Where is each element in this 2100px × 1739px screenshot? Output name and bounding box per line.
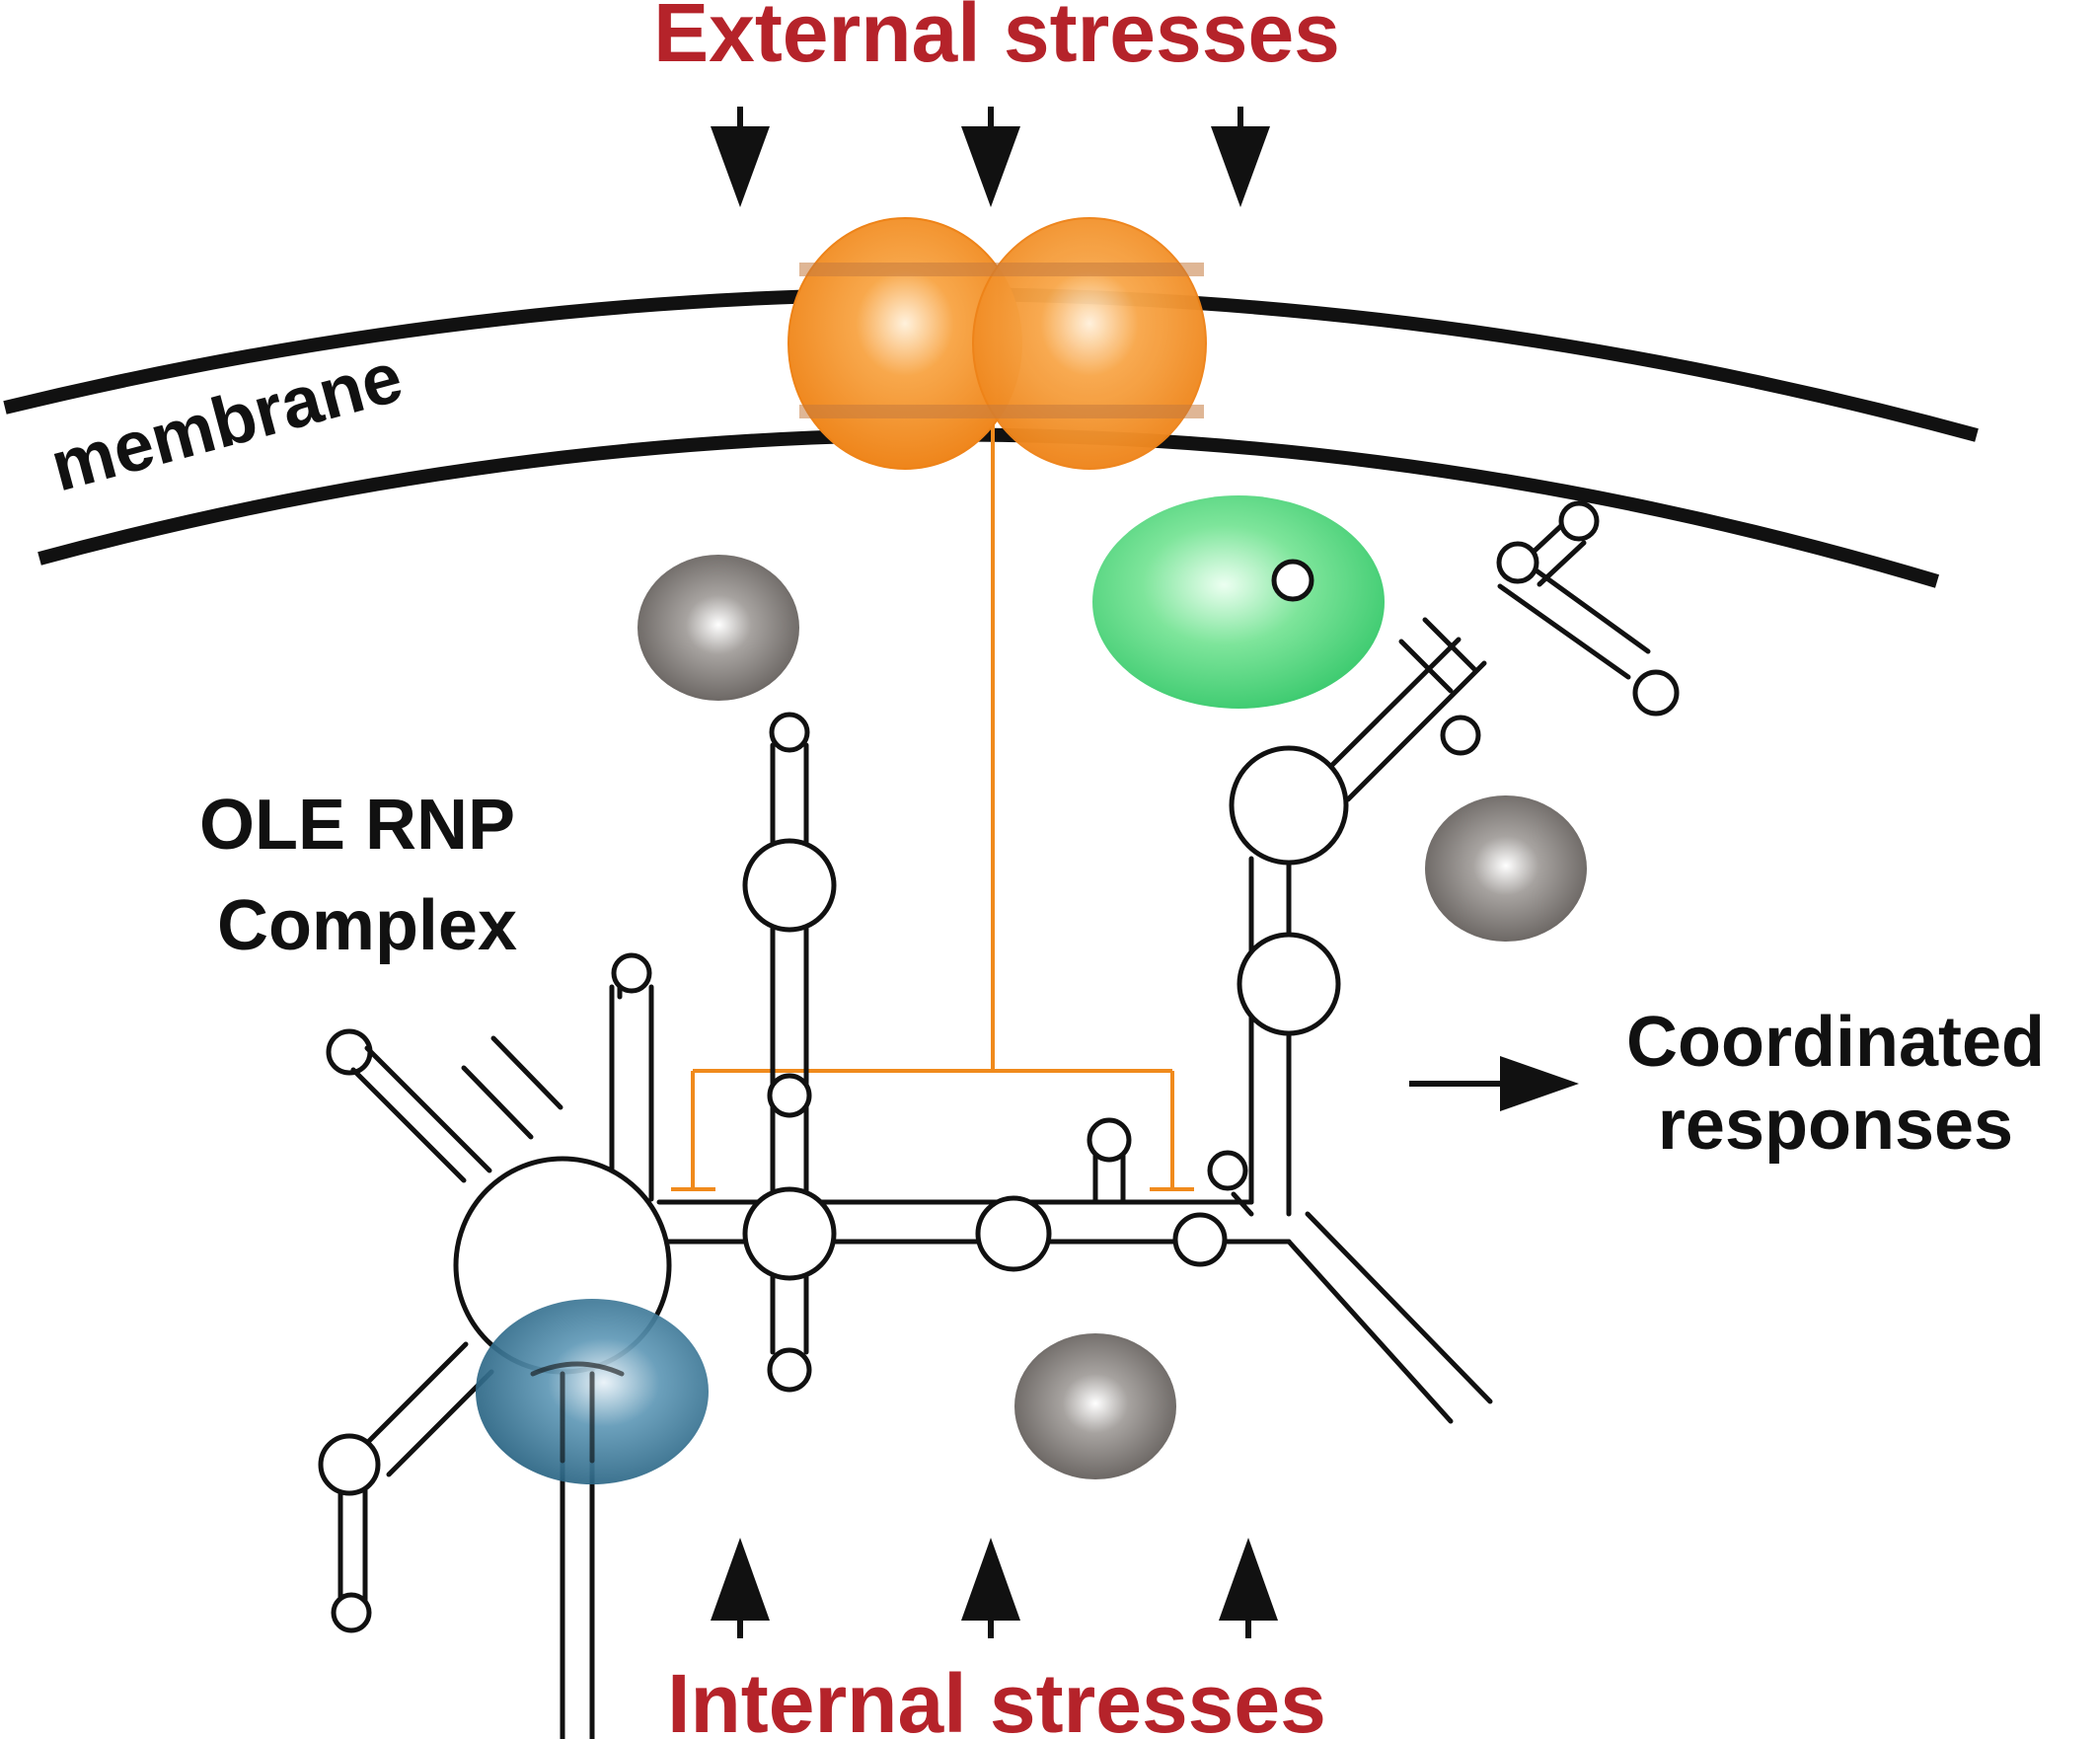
- rna-hairpin-loop: [1087, 1117, 1132, 1163]
- complex-label-line1: OLE RNP: [199, 786, 515, 865]
- responses-label-line1: Coordinated: [1626, 1003, 2045, 1082]
- complex-label-line2: Complex: [217, 886, 517, 965]
- rna-hairpin-loop: [767, 1347, 812, 1393]
- up-arrow-icon: [961, 1538, 1020, 1638]
- orange-signal-lines: [671, 415, 1194, 1191]
- rna-hairpin-loop: [769, 712, 810, 753]
- rna-hairpin-loop: [326, 1028, 373, 1076]
- rna-hairpin-loop: [1496, 541, 1539, 584]
- ole-rna-structure: [318, 500, 1680, 1739]
- rna-hairpin-loop: [1558, 500, 1600, 542]
- down-arrow-icon: [711, 107, 770, 207]
- down-arrow-icon: [961, 107, 1020, 207]
- internal-stresses-label: Internal stresses: [667, 1657, 1326, 1739]
- gray-particle: [638, 555, 799, 701]
- rna-hairpin-loop: [1207, 1150, 1248, 1191]
- rna-internal-loop: [1172, 1212, 1228, 1267]
- up-arrow-icon: [1219, 1538, 1278, 1638]
- up-arrow-icon: [711, 1538, 770, 1638]
- rna-hairpin-loop: [318, 1433, 381, 1496]
- gray-particle: [1014, 1333, 1176, 1479]
- rna-internal-loop: [975, 1195, 1052, 1272]
- membrane-protein-dimer: [788, 217, 1207, 470]
- blue-protein-rna-overlay: [530, 1361, 625, 1464]
- gray-particle: [1425, 795, 1587, 942]
- rna-junction-loop: [742, 1186, 837, 1281]
- green-protein: [1092, 495, 1385, 709]
- rna-hairpin-loop: [1632, 669, 1680, 717]
- rna-internal-loop: [742, 838, 837, 933]
- rna-hairpin-loop: [331, 1592, 372, 1633]
- external-stresses-label: External stresses: [653, 0, 1340, 79]
- responses-label-line2: responses: [1658, 1086, 2013, 1165]
- internal-stress-arrows: [711, 1538, 1278, 1638]
- rna-hairpin-loop: [1271, 559, 1314, 602]
- rna-junction-loop: [1229, 745, 1349, 866]
- right-arrow-icon: [1409, 1056, 1579, 1111]
- rna-internal-loop: [1237, 932, 1341, 1036]
- external-stress-arrows: [711, 107, 1270, 207]
- rna-hairpin-loop: [1440, 715, 1481, 756]
- rna-hairpin-loop: [611, 952, 652, 994]
- rna-internal-loop: [767, 1073, 812, 1118]
- down-arrow-icon: [1211, 107, 1270, 207]
